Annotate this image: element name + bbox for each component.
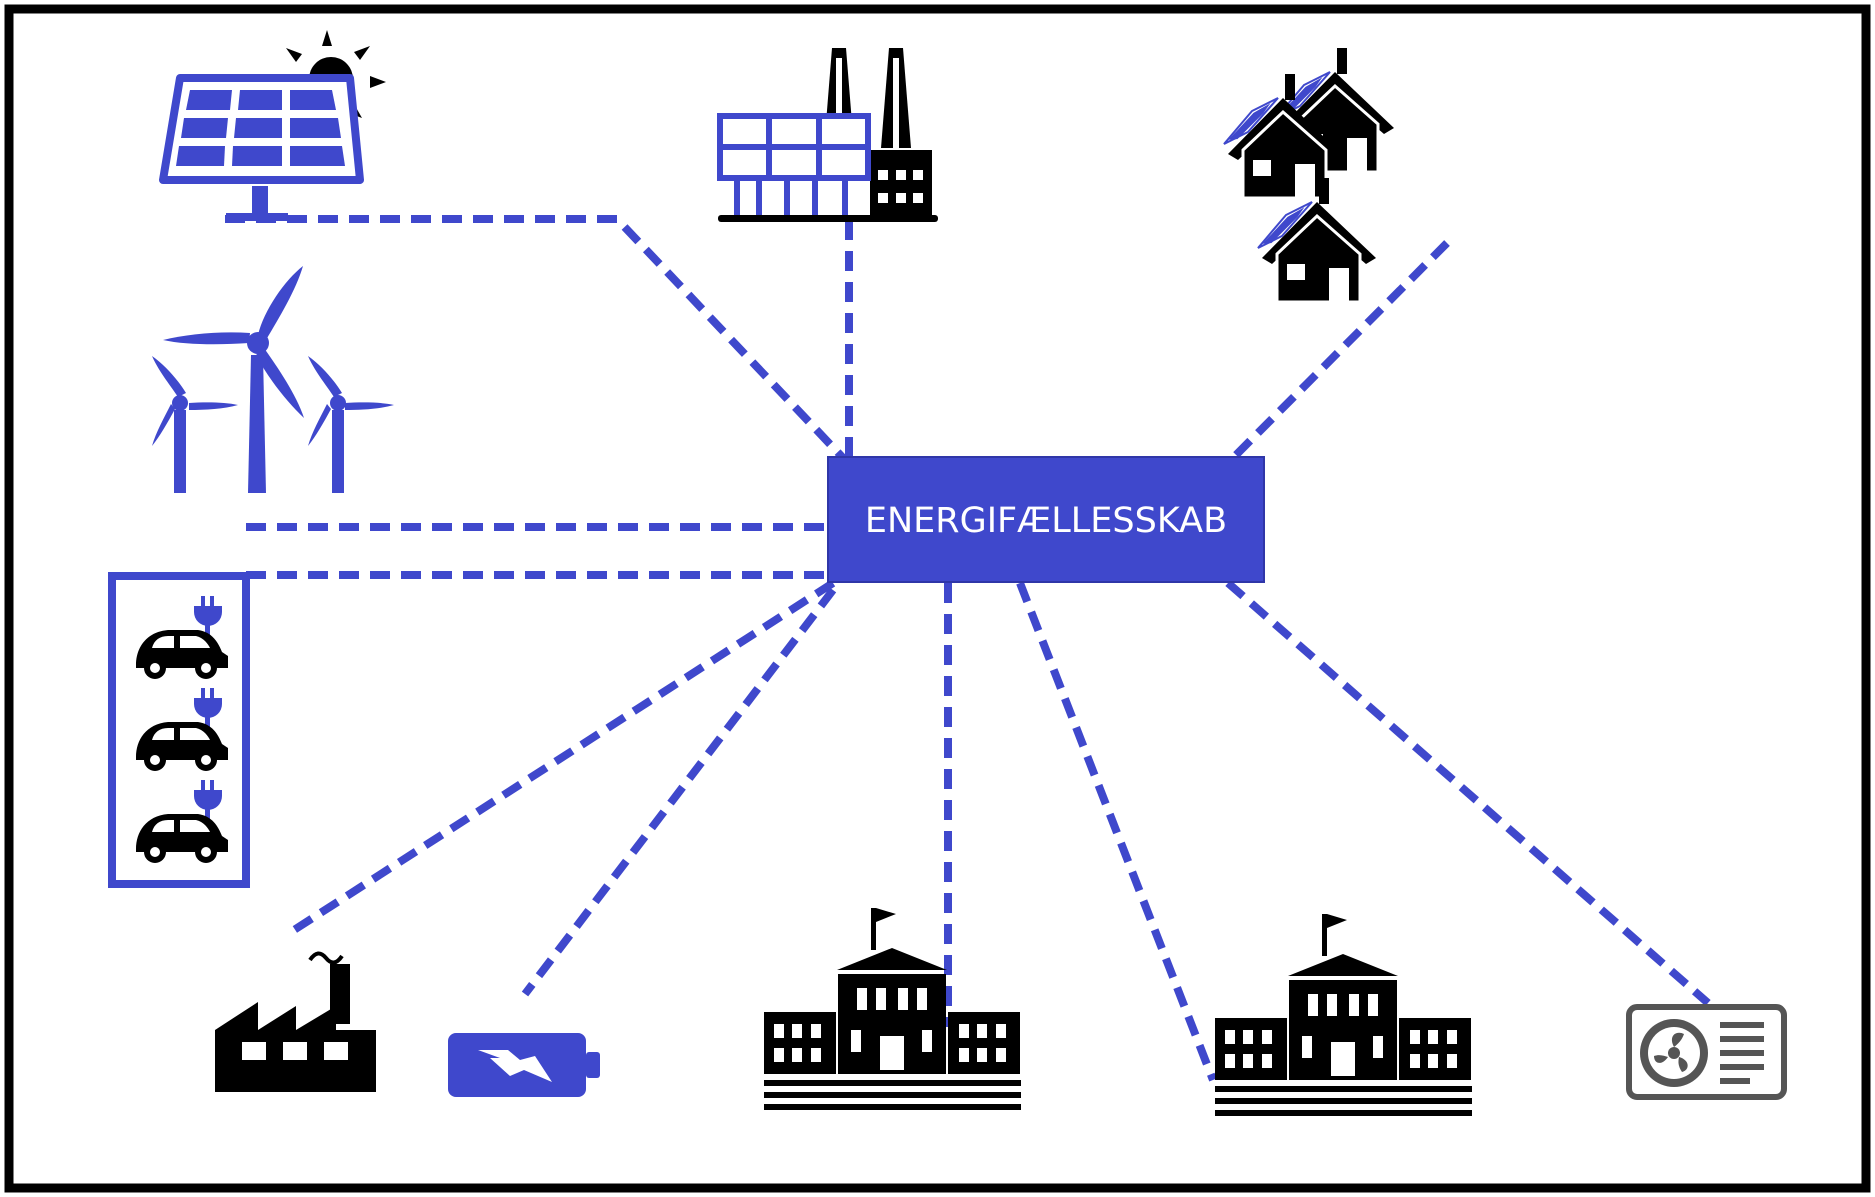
house-solar-icon bbox=[1222, 48, 1394, 304]
ev-charging-icon bbox=[108, 572, 250, 888]
connector-lines bbox=[225, 215, 1711, 1082]
heat-pump-icon bbox=[1626, 1004, 1787, 1100]
connector-factory bbox=[291, 579, 836, 934]
connector-heat-pump bbox=[1225, 579, 1711, 1007]
connector-solar-houses bbox=[1229, 240, 1450, 462]
wind-turbine-icon bbox=[152, 266, 394, 493]
factory-icon bbox=[215, 951, 376, 1092]
battery-icon bbox=[448, 1033, 600, 1097]
connector-school-2 bbox=[1016, 581, 1217, 1082]
hub-box: ENERGIFÆLLESSKAB bbox=[827, 456, 1265, 583]
connector-battery bbox=[521, 587, 837, 997]
public-building-icon bbox=[764, 908, 1021, 1110]
solar-panel-icon bbox=[159, 30, 386, 221]
solar-factory-icon bbox=[717, 48, 938, 222]
hub-label: ENERGIFÆLLESSKAB bbox=[865, 501, 1227, 541]
connector-solar-panel bbox=[225, 215, 848, 463]
